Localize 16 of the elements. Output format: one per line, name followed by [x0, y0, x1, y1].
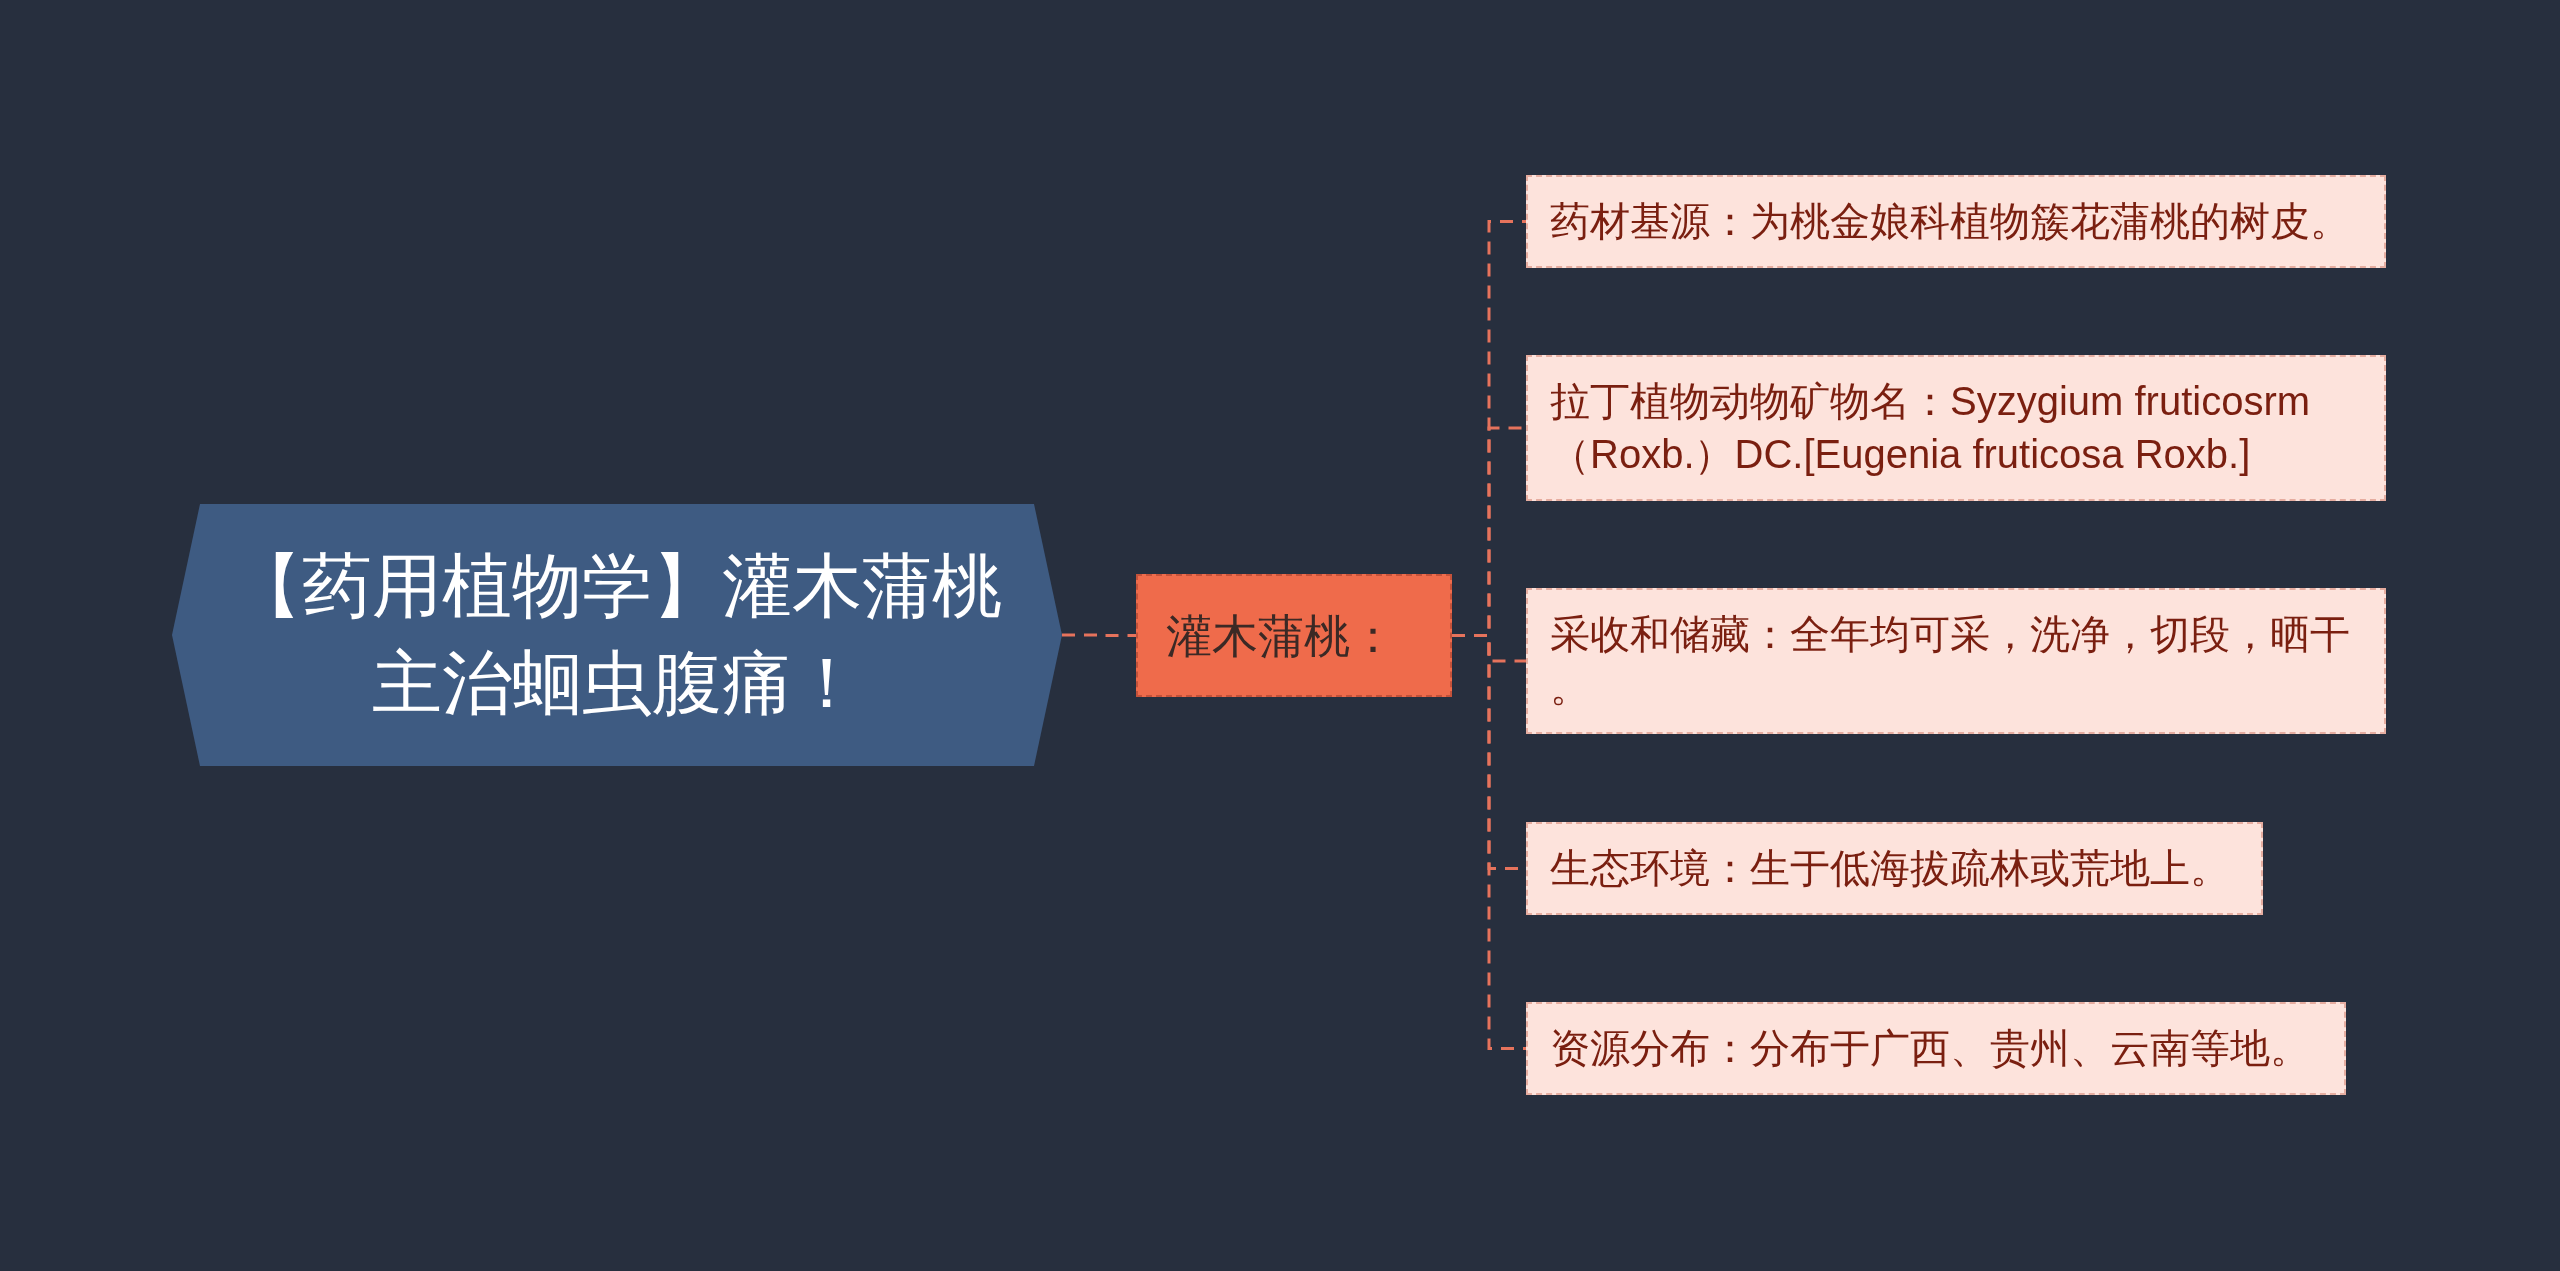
connector-line: [1452, 634, 1526, 1050]
detail-text: 采收和储藏：全年均可采，洗净，切段，晒干。: [1550, 611, 2351, 711]
detail-text: 拉丁植物动物矿物名：Syzygium fruticosrm（Roxb.）DC.[Eugenia fruticosa Roxb.]: [1550, 378, 2312, 478]
detail-box: [1526, 1002, 2346, 1095]
detail-box: [1526, 175, 2386, 268]
detail-box: [1526, 355, 2386, 501]
topic-hexagon: [172, 504, 1062, 766]
detail-text: 药材基源：为桃金娘科植物簇花蒲桃的树皮。: [1550, 198, 2351, 245]
detail-box: [1526, 588, 2386, 734]
connector-line: [1062, 633, 1136, 637]
detail-text: 资源分布：分布于广西、贵州、云南等地。: [1550, 1025, 2311, 1072]
topic-title: 【药用植物学】灌木蒲桃主治蛔虫腹痛！: [231, 546, 1003, 724]
subtopic-text: 灌木蒲桃：: [1166, 608, 1396, 664]
subtopic-box: [1136, 574, 1452, 697]
detail-text: 生态环境：生于低海拔疏林或荒地上。: [1550, 845, 2231, 892]
detail-box: [1526, 822, 2263, 915]
